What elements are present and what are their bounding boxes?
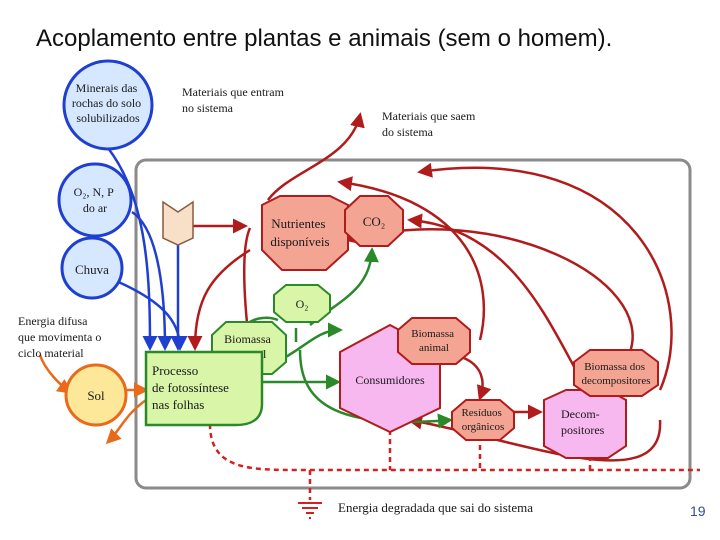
photosynthesis-node	[144, 350, 264, 427]
organic-waste-label: Resíduos orgânicos	[461, 407, 504, 433]
o2-label: O₂	[296, 297, 309, 311]
minerals-node	[62, 59, 154, 151]
nutrients-label: Nutrientes disponíveis	[270, 216, 329, 249]
gases-label: O₂, N, P do ar	[74, 185, 117, 215]
decomposers-label: Decom- positores	[561, 407, 605, 437]
gases-to-photosynthesis-arrow	[131, 210, 173, 351]
minerals-to-photosynthesis-arrow	[107, 147, 158, 351]
consumers-to-nutrients-arrow	[337, 176, 486, 341]
diffuse-energy-arrow	[38, 354, 73, 394]
nutrients-out-arrow	[266, 112, 365, 201]
photosynthesis-label: Processo de fotossíntese nas folhas	[152, 363, 232, 412]
materials-out-label: Materiais que saem do sistema	[382, 109, 478, 139]
rain-label: Chuva	[75, 262, 109, 277]
materials-in-label: Materiais que entram no sistema	[182, 85, 287, 115]
nutrients-to-photosynthesis-arrow	[187, 248, 251, 351]
gases-node	[57, 162, 133, 238]
co2-label: CO₂	[363, 214, 386, 229]
decomposer-biomass-node	[573, 349, 659, 397]
organic-waste-node	[451, 399, 515, 441]
rain-node	[60, 236, 124, 300]
nutrients-node	[261, 195, 349, 271]
co2-node	[344, 195, 404, 247]
minerals-label: Minerais das rochas do solo solubilizado…	[72, 81, 144, 125]
degraded-energy-line	[208, 423, 700, 472]
slide-title: Acoplamento entre plantas e animais (sem…	[36, 25, 612, 52]
sun-node	[64, 363, 128, 427]
sun-label: Sol	[87, 388, 105, 403]
o2-node	[273, 284, 331, 323]
animal-biomass-node	[397, 317, 471, 365]
page-number: 19	[690, 503, 706, 519]
heat-sink-icon	[298, 502, 322, 519]
decomposer-biomass-label: Biomassa dos decompositores	[581, 361, 650, 387]
system-boundary	[134, 158, 692, 490]
diffuse-energy-label: Energia difusa que movimenta o ciclo mat…	[18, 314, 104, 360]
materials-inlet	[162, 200, 194, 246]
animal-biomass-label: Biomassa animal	[411, 328, 457, 354]
consumers-label: Consumidores	[355, 373, 425, 387]
degraded-energy-label: Energia degradada que sai do sistema	[338, 500, 533, 515]
sun-outflow-arrow	[105, 398, 147, 445]
decomposers-out-arrow	[417, 162, 673, 391]
decomposers-to-nutrients-arrow	[345, 228, 634, 353]
rain-to-photosynthesis-arrow	[113, 278, 188, 351]
